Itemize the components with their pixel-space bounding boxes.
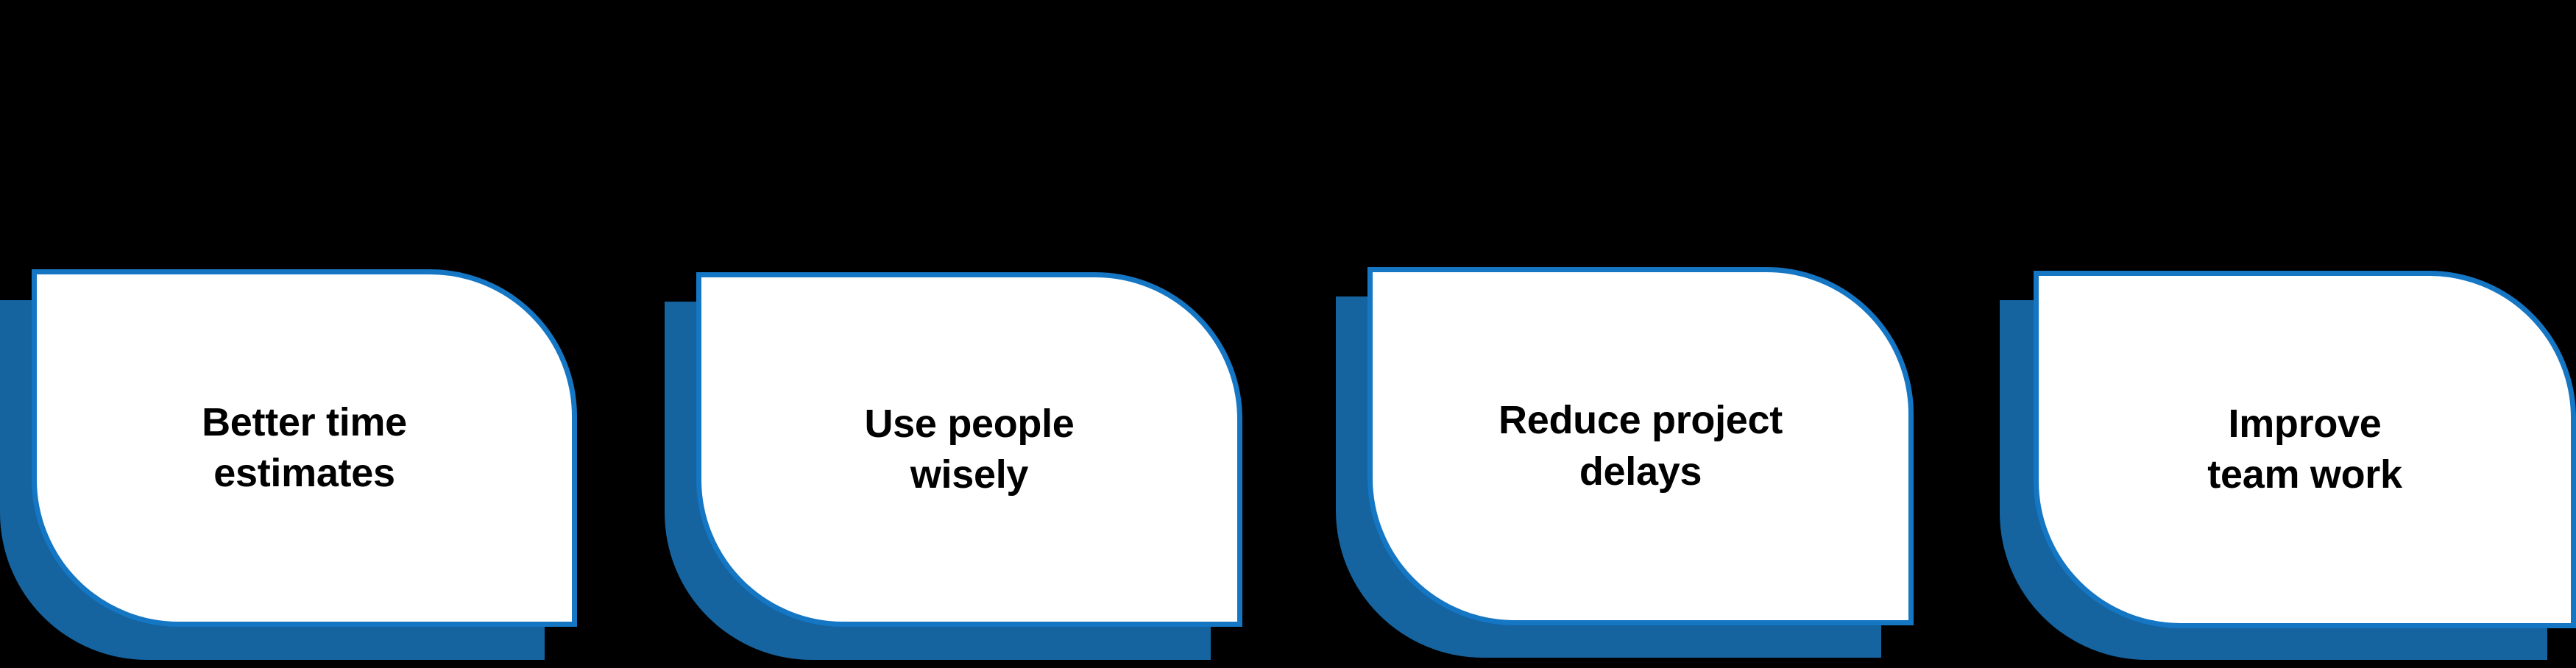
card-improve-team-work-face[interactable]: [2034, 271, 2576, 628]
card-use-people-wisely-face[interactable]: [696, 272, 1242, 627]
card-reduce-project-delays-face[interactable]: [1367, 267, 1914, 625]
card-better-time-estimates-face[interactable]: [32, 269, 577, 627]
